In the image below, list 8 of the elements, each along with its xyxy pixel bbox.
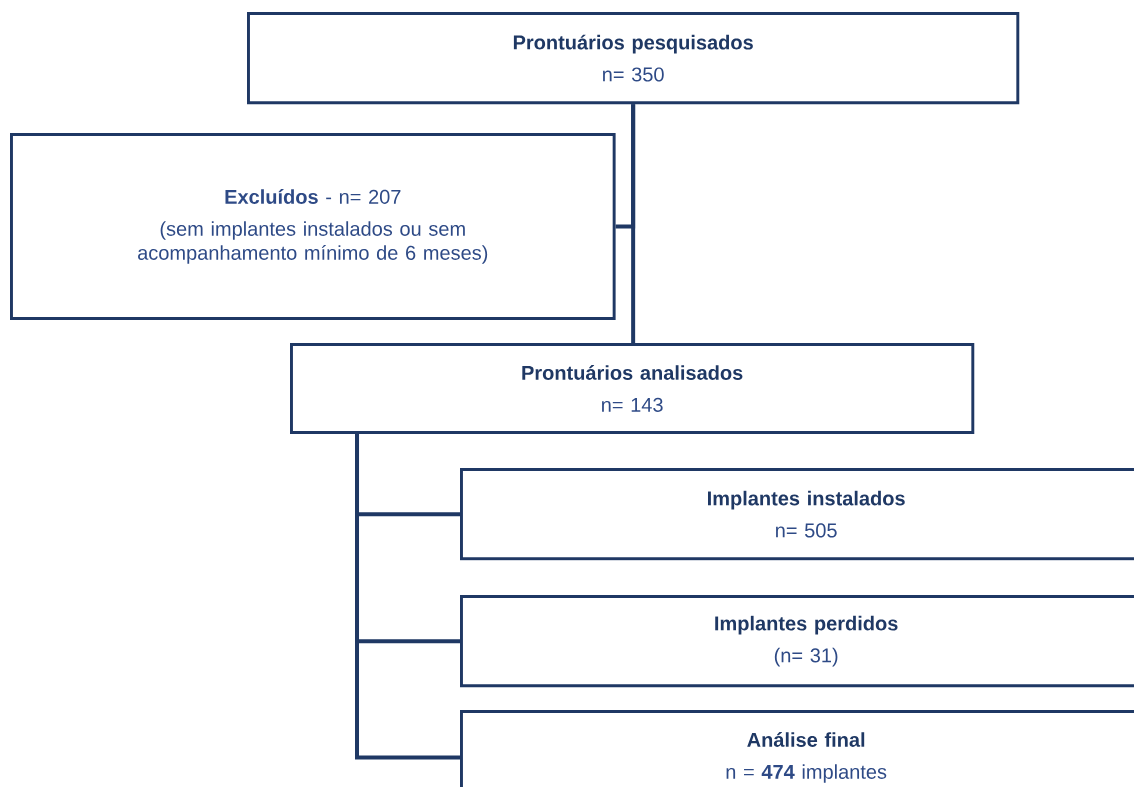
- process-box: Prontuários analisados n= 143: [290, 343, 975, 434]
- process-box: Implantes instalados n= 505: [460, 468, 1134, 561]
- process-box: Excluídos - n= 207 (sem implantes instalados ou sem acompanhamento mínimo de 6 meses): [10, 133, 616, 320]
- process-box: Implantes perdidos (n= 31): [460, 595, 1134, 688]
- process-box: Análise final n = 474 implantes: [460, 710, 1134, 787]
- connector-line: [355, 433, 460, 760]
- connector-line: [631, 104, 636, 343]
- process-box: Prontuários pesquisados n= 350: [247, 12, 1020, 105]
